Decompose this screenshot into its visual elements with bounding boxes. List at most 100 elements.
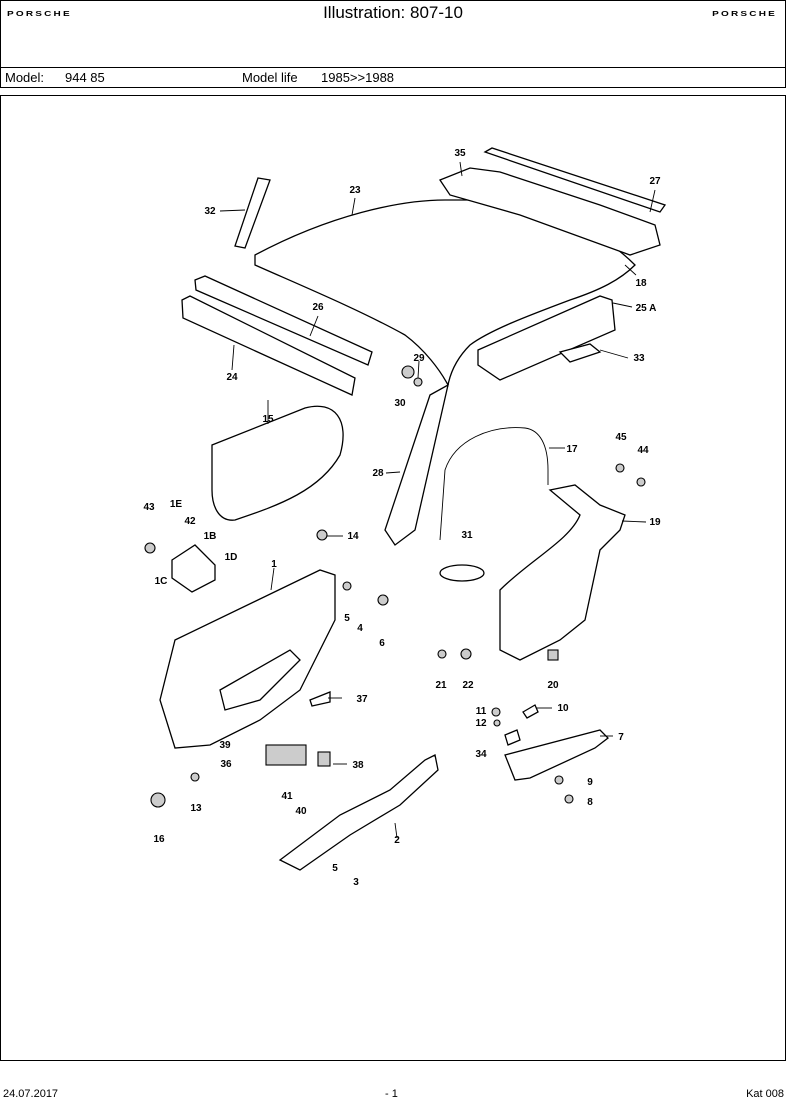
screw-8 bbox=[564, 794, 574, 804]
callout-18: 18 bbox=[635, 278, 647, 289]
footer-page: - 1 bbox=[385, 1088, 398, 1100]
washer-45 bbox=[615, 463, 625, 473]
cap-22 bbox=[460, 648, 472, 660]
clip-9 bbox=[554, 775, 564, 785]
screw-21 bbox=[437, 649, 447, 659]
callout-28: 28 bbox=[372, 468, 384, 479]
a-pillar-trim bbox=[234, 177, 271, 249]
model-life-value: 1985>>1988 bbox=[321, 70, 395, 85]
callout-20: 20 bbox=[547, 680, 559, 691]
screw-29 bbox=[401, 365, 415, 379]
callout-24: 24 bbox=[226, 372, 238, 383]
rear-roof-beam bbox=[439, 167, 661, 256]
cap-30 bbox=[413, 377, 423, 387]
footer-date: 24.07.2017 bbox=[3, 1088, 59, 1100]
callout-25a: 25 A bbox=[636, 303, 657, 314]
callout-36: 36 bbox=[220, 759, 232, 770]
clip-13 bbox=[190, 772, 200, 782]
nut-6 bbox=[377, 594, 389, 606]
roof-rail-24 bbox=[181, 295, 356, 396]
callout-8: 8 bbox=[587, 797, 593, 808]
callout-12: 12 bbox=[475, 718, 487, 729]
callout-14: 14 bbox=[347, 531, 359, 542]
rear-quarter-trim bbox=[499, 484, 626, 661]
callout-33: 33 bbox=[633, 353, 645, 364]
callout-17: 17 bbox=[566, 444, 578, 455]
handle-37 bbox=[309, 691, 331, 707]
leader-lines bbox=[219, 161, 656, 839]
pocket-31 bbox=[439, 564, 485, 582]
callout-16: 16 bbox=[153, 834, 165, 845]
callout-21: 21 bbox=[435, 680, 447, 691]
callout-44: 44 bbox=[637, 445, 649, 456]
callout-3: 3 bbox=[353, 877, 359, 888]
callout-23: 23 bbox=[349, 185, 361, 196]
callout-32: 32 bbox=[204, 206, 216, 217]
screw-44 bbox=[636, 477, 646, 487]
callout-2: 2 bbox=[394, 835, 400, 846]
callout-1e: 1E bbox=[170, 499, 183, 510]
callout-35: 35 bbox=[454, 148, 466, 159]
callout-4: 4 bbox=[357, 623, 363, 634]
callout-37: 37 bbox=[356, 694, 368, 705]
callout-1: 1 bbox=[271, 559, 277, 570]
callout-6: 6 bbox=[379, 638, 385, 649]
rear-pillar-trim bbox=[477, 295, 616, 381]
roof-panel bbox=[254, 199, 636, 387]
roof-rail-26 bbox=[194, 275, 373, 366]
clip-14 bbox=[316, 529, 328, 541]
callout-22: 22 bbox=[462, 680, 474, 691]
callout-39: 39 bbox=[219, 740, 231, 751]
rear-sill-trim bbox=[504, 729, 609, 781]
footer-catalog: Kat 008 bbox=[746, 1088, 784, 1100]
clip-16 bbox=[150, 792, 166, 808]
cap-43 bbox=[144, 542, 156, 554]
illustration-title: Illustration: 807-10 bbox=[323, 3, 463, 22]
door-window-glass bbox=[211, 405, 344, 521]
callout-labels: 35 27 23 32 18 26 25 A 24 29 33 30 15 45… bbox=[143, 148, 661, 888]
seal-strip bbox=[483, 147, 667, 213]
callout-9: 9 bbox=[587, 777, 593, 788]
callout-5b: 5 bbox=[332, 863, 338, 874]
callout-7: 7 bbox=[618, 732, 624, 743]
bracket-20 bbox=[547, 649, 559, 661]
callout-26: 26 bbox=[312, 302, 324, 313]
sill-trim bbox=[278, 754, 439, 871]
window-channel bbox=[384, 383, 449, 546]
callout-38: 38 bbox=[352, 760, 364, 771]
door-trim-panel bbox=[159, 569, 336, 749]
grab-handle bbox=[558, 343, 602, 363]
callout-41: 41 bbox=[281, 791, 293, 802]
callout-13: 13 bbox=[190, 803, 202, 814]
model-life-label: Model life bbox=[242, 70, 298, 85]
callout-34: 34 bbox=[475, 749, 487, 760]
door-seal bbox=[439, 427, 549, 541]
callout-45: 45 bbox=[615, 432, 627, 443]
bracket-38 bbox=[317, 751, 331, 767]
callout-1c: 1C bbox=[155, 576, 168, 587]
model-bar: Model: 944 85 Model life 1985>>1988 bbox=[0, 67, 786, 88]
door-map-pocket bbox=[219, 649, 301, 711]
callout-1b: 1B bbox=[204, 531, 217, 542]
callout-11: 11 bbox=[476, 706, 487, 717]
washer-5 bbox=[342, 581, 352, 591]
callout-19: 19 bbox=[649, 517, 661, 528]
callout-31: 31 bbox=[461, 530, 473, 541]
clip-11 bbox=[491, 707, 501, 717]
callout-5a: 5 bbox=[344, 613, 350, 624]
callout-1d: 1D bbox=[225, 552, 238, 563]
callout-43: 43 bbox=[143, 502, 155, 513]
plate-36 bbox=[265, 744, 307, 766]
callout-15: 15 bbox=[262, 414, 274, 425]
porsche-logo-left: PORSCHE bbox=[7, 10, 72, 19]
callout-29: 29 bbox=[413, 353, 425, 364]
speaker-grille bbox=[171, 544, 216, 593]
callout-30: 30 bbox=[394, 398, 406, 409]
callout-27: 27 bbox=[649, 176, 661, 187]
callout-10: 10 bbox=[557, 703, 569, 714]
model-label: Model: bbox=[5, 70, 45, 85]
porsche-logo-right: PORSCHE bbox=[712, 10, 777, 19]
model-value: 944 85 bbox=[65, 70, 105, 85]
clip-12 bbox=[493, 719, 501, 727]
